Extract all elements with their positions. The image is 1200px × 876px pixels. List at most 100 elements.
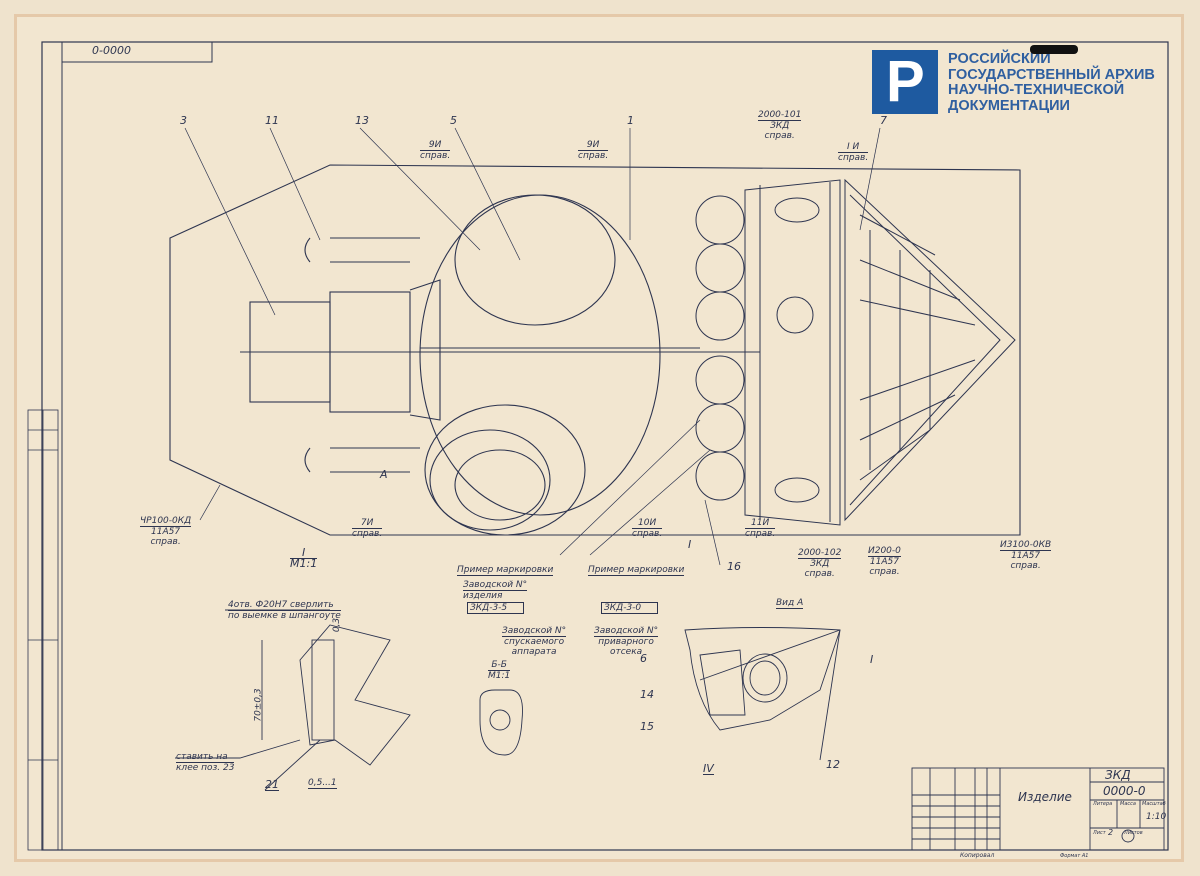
note-text: I И [838, 142, 869, 153]
marking-code-1: ЗКД-3-5 [467, 602, 525, 614]
section-mark-I: I [688, 538, 692, 551]
note-text: ЧР100-0КД [140, 516, 192, 527]
note-text: клее поз. 23 [176, 763, 235, 773]
mass-label: Масса [1120, 801, 1136, 807]
section-mark-A: А [380, 468, 388, 481]
designation: 0000-0 [1103, 784, 1146, 798]
callout-11: 11 [265, 114, 279, 127]
leader-lines [184, 127, 881, 566]
view-A-title: Вид А [776, 598, 804, 609]
note-text: И200-0 [868, 546, 901, 557]
spheres [695, 195, 745, 501]
format-label: Формат А1 [1060, 853, 1089, 859]
note-text: справ. [1010, 561, 1041, 571]
note-text: спускаемого [504, 637, 565, 647]
note-text: справ. [869, 567, 900, 577]
note-text: I [290, 547, 318, 559]
detail-I-section [175, 609, 411, 791]
note-text: Б-Б [488, 660, 511, 671]
note-text: М1:1 [290, 557, 318, 570]
note-text: М1:1 [488, 671, 511, 681]
note-text: справ. [420, 151, 451, 161]
code-box [61, 41, 213, 63]
view-I-mark: I [870, 653, 874, 666]
dimension-0-3: 0,3 [332, 617, 343, 633]
note-text: изделия [463, 591, 503, 601]
note-text: Заводской N° [463, 580, 528, 591]
view-A [684, 627, 841, 761]
logo-glyph: Р [886, 49, 925, 114]
note-text: справ. [632, 529, 663, 539]
callout-6: 6 [640, 652, 647, 665]
sheets-label: Листов [1124, 830, 1143, 836]
note-text: ставить на [176, 752, 235, 763]
note-text: 4отв. Ф20Н7 сверлить [228, 600, 341, 611]
callout-5: 5 [450, 114, 457, 127]
note-text: справ. [745, 529, 776, 539]
archive-line: ДОКУМЕНТАЦИИ [948, 97, 1070, 114]
cone-section [844, 178, 1016, 522]
dimension-0-5: 0,5...1 [308, 778, 337, 789]
note-text: Заводской N° [502, 626, 567, 637]
frame-structure [744, 179, 841, 526]
note-text: 7И [352, 518, 383, 529]
marking-code-2: ЗКД-3-0 [601, 602, 659, 614]
redaction-mark [1030, 45, 1078, 54]
note-text: ЗКД [770, 121, 790, 131]
frame [41, 41, 1169, 851]
note-text: по выемке в шпангоуте [228, 611, 341, 621]
sheet-label: Лист [1093, 830, 1106, 836]
product-serial-label: Заводской N°изделия [463, 580, 528, 601]
doc-type: ЗКД [1105, 768, 1131, 782]
note-text: 2000-101 [758, 110, 802, 121]
sheet-number: 2 [1108, 828, 1114, 837]
note-text: справ. [838, 153, 869, 163]
spacecraft-body [169, 164, 1021, 536]
note-text: 2000-102 [798, 548, 842, 559]
copied-label: Копировал [960, 852, 995, 859]
note-text: справ. [352, 529, 383, 539]
callout-14: 14 [640, 688, 654, 701]
note-text: справ. [764, 131, 795, 141]
note-text: 11А57 [151, 527, 181, 537]
callout-21: 21 [265, 778, 279, 791]
archive-line: ГОСУДАРСТВЕННЫЙ АРХИВ [948, 66, 1155, 83]
note-text: 9И [578, 140, 609, 151]
note-text: отсека [609, 647, 643, 657]
margin-stamps [27, 409, 59, 851]
note-text: приварного [598, 637, 654, 647]
note-text: 11И [745, 518, 776, 529]
scale-label: Масштаб [1142, 801, 1166, 807]
note-text: справ. [804, 569, 835, 579]
note-text: Заводской N° [594, 626, 659, 637]
marking-example-1: Пример маркировки [457, 565, 554, 576]
dimension-70: 70±0,3 [253, 688, 264, 722]
callout-1: 1 [627, 114, 634, 127]
note-text: 10И [632, 518, 663, 529]
archive-line: РОССИЙСКИЙ [948, 51, 1051, 67]
view-IV-mark: IV [703, 762, 714, 775]
scale-value: 1:10 [1146, 812, 1167, 822]
document-code: 0-0000 [92, 44, 131, 57]
note-text: 9И [420, 140, 451, 151]
litera-label: Литера [1093, 801, 1113, 807]
product-name: Изделие [1018, 790, 1072, 804]
note-text: ЗКД [810, 559, 830, 569]
note-text: справ. [578, 151, 609, 161]
